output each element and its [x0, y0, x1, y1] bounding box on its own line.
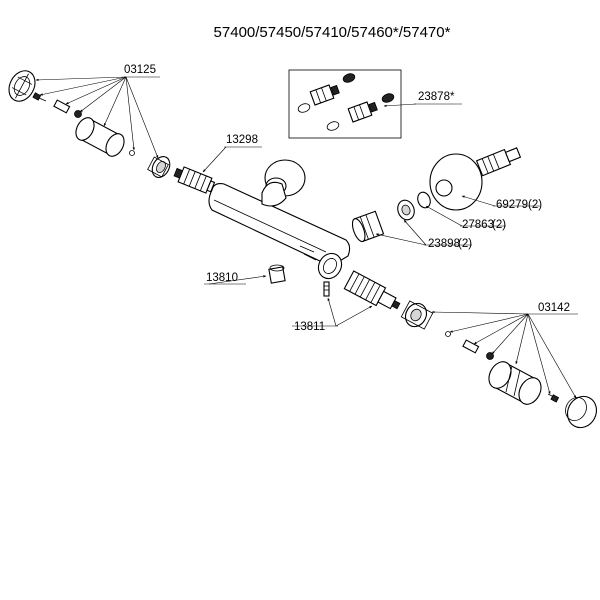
wall-escutcheon [429, 153, 483, 211]
right-cover-cap [565, 395, 598, 429]
check-valve-detail-box: 23878* [288, 69, 462, 139]
left-handle-screw [32, 92, 47, 102]
part-13811: 13811 [292, 270, 401, 333]
left-small-nut [129, 150, 135, 156]
wall-connector-set: 69279 (2) 27863 (2) 23898 (2) [351, 147, 542, 250]
right-adapter-ring [400, 300, 434, 330]
callout-69279: 69279 [496, 199, 528, 211]
callout-69279-quantity: (2) [528, 199, 542, 211]
callout-03125: 03125 [124, 64, 156, 76]
left-stop-pin [53, 99, 71, 114]
callout-23898: 23898 [428, 238, 460, 250]
callout-13298: 13298 [226, 134, 258, 146]
thermostatic-cartridge-13298: 13298 [173, 134, 262, 194]
left-handle-cap [8, 70, 36, 102]
callout-23898-quantity: (2) [458, 238, 472, 250]
left-handle-sleeve [75, 117, 125, 157]
right-small-cap [486, 352, 494, 360]
callout-27863: 27863 [462, 219, 494, 231]
shower-mixer-body [208, 159, 351, 280]
right-small-nut [445, 331, 451, 337]
left-adapter-ring [147, 156, 171, 178]
s-union-connector [475, 147, 522, 177]
union-nut [351, 210, 385, 243]
washer-27863 [417, 191, 431, 209]
right-handle-body [488, 361, 542, 405]
flow-handle-assembly: 03142 [400, 300, 598, 429]
callout-03142: 03142 [538, 302, 570, 314]
callout-13811: 13811 [294, 321, 325, 333]
right-stop-pin [462, 339, 480, 354]
callout-27863-quantity: (2) [492, 219, 506, 231]
temperature-handle-assembly: 03125 [8, 64, 171, 178]
part-13810: 13810 [204, 264, 286, 285]
callout-23878: 23878* [418, 91, 455, 103]
callout-03142-leaders [431, 310, 578, 399]
right-handle-screw [547, 393, 560, 403]
callout-13810: 13810 [206, 272, 238, 284]
flow-control-cartridge [343, 270, 401, 310]
model-numbers-title: 57400/57450/57410/57460*/57470* [214, 24, 451, 41]
left-small-cap [74, 110, 82, 118]
callout-03125-leaders [35, 76, 160, 159]
